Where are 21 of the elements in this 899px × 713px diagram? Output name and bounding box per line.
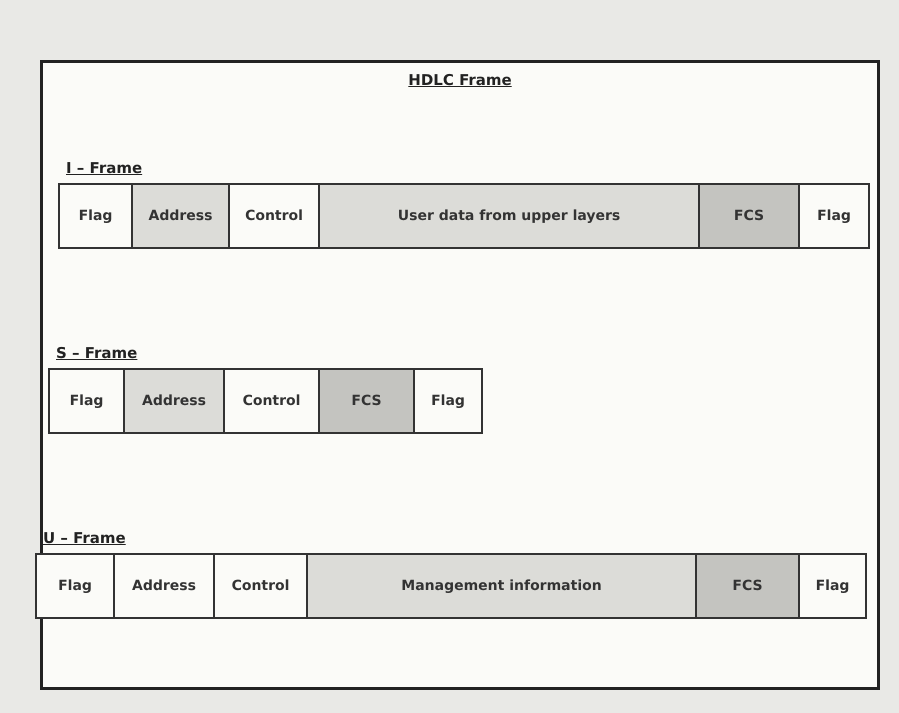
field-cell: Flag: [798, 183, 870, 249]
field-cell: Flag: [413, 368, 483, 434]
field-cell: Management information: [306, 553, 697, 619]
field-cell: Control: [213, 553, 308, 619]
field-cell: User data from upper layers: [318, 183, 700, 249]
field-cell: Address: [123, 368, 225, 434]
field-cell: Flag: [58, 183, 133, 249]
diagram-title: HDLC Frame: [408, 71, 512, 89]
field-cell: Flag: [48, 368, 125, 434]
field-cell: Flag: [35, 553, 115, 619]
field-cell: Address: [113, 553, 215, 619]
frame-heading: S – Frame: [56, 344, 138, 362]
frame-heading: I – Frame: [66, 159, 142, 177]
field-cell: FCS: [695, 553, 800, 619]
frame-heading: U – Frame: [43, 529, 126, 547]
field-cell: Address: [131, 183, 230, 249]
field-cell: Control: [228, 183, 320, 249]
field-cell: Control: [223, 368, 320, 434]
field-cell: FCS: [698, 183, 800, 249]
field-cell: FCS: [318, 368, 415, 434]
field-cell: Flag: [798, 553, 867, 619]
